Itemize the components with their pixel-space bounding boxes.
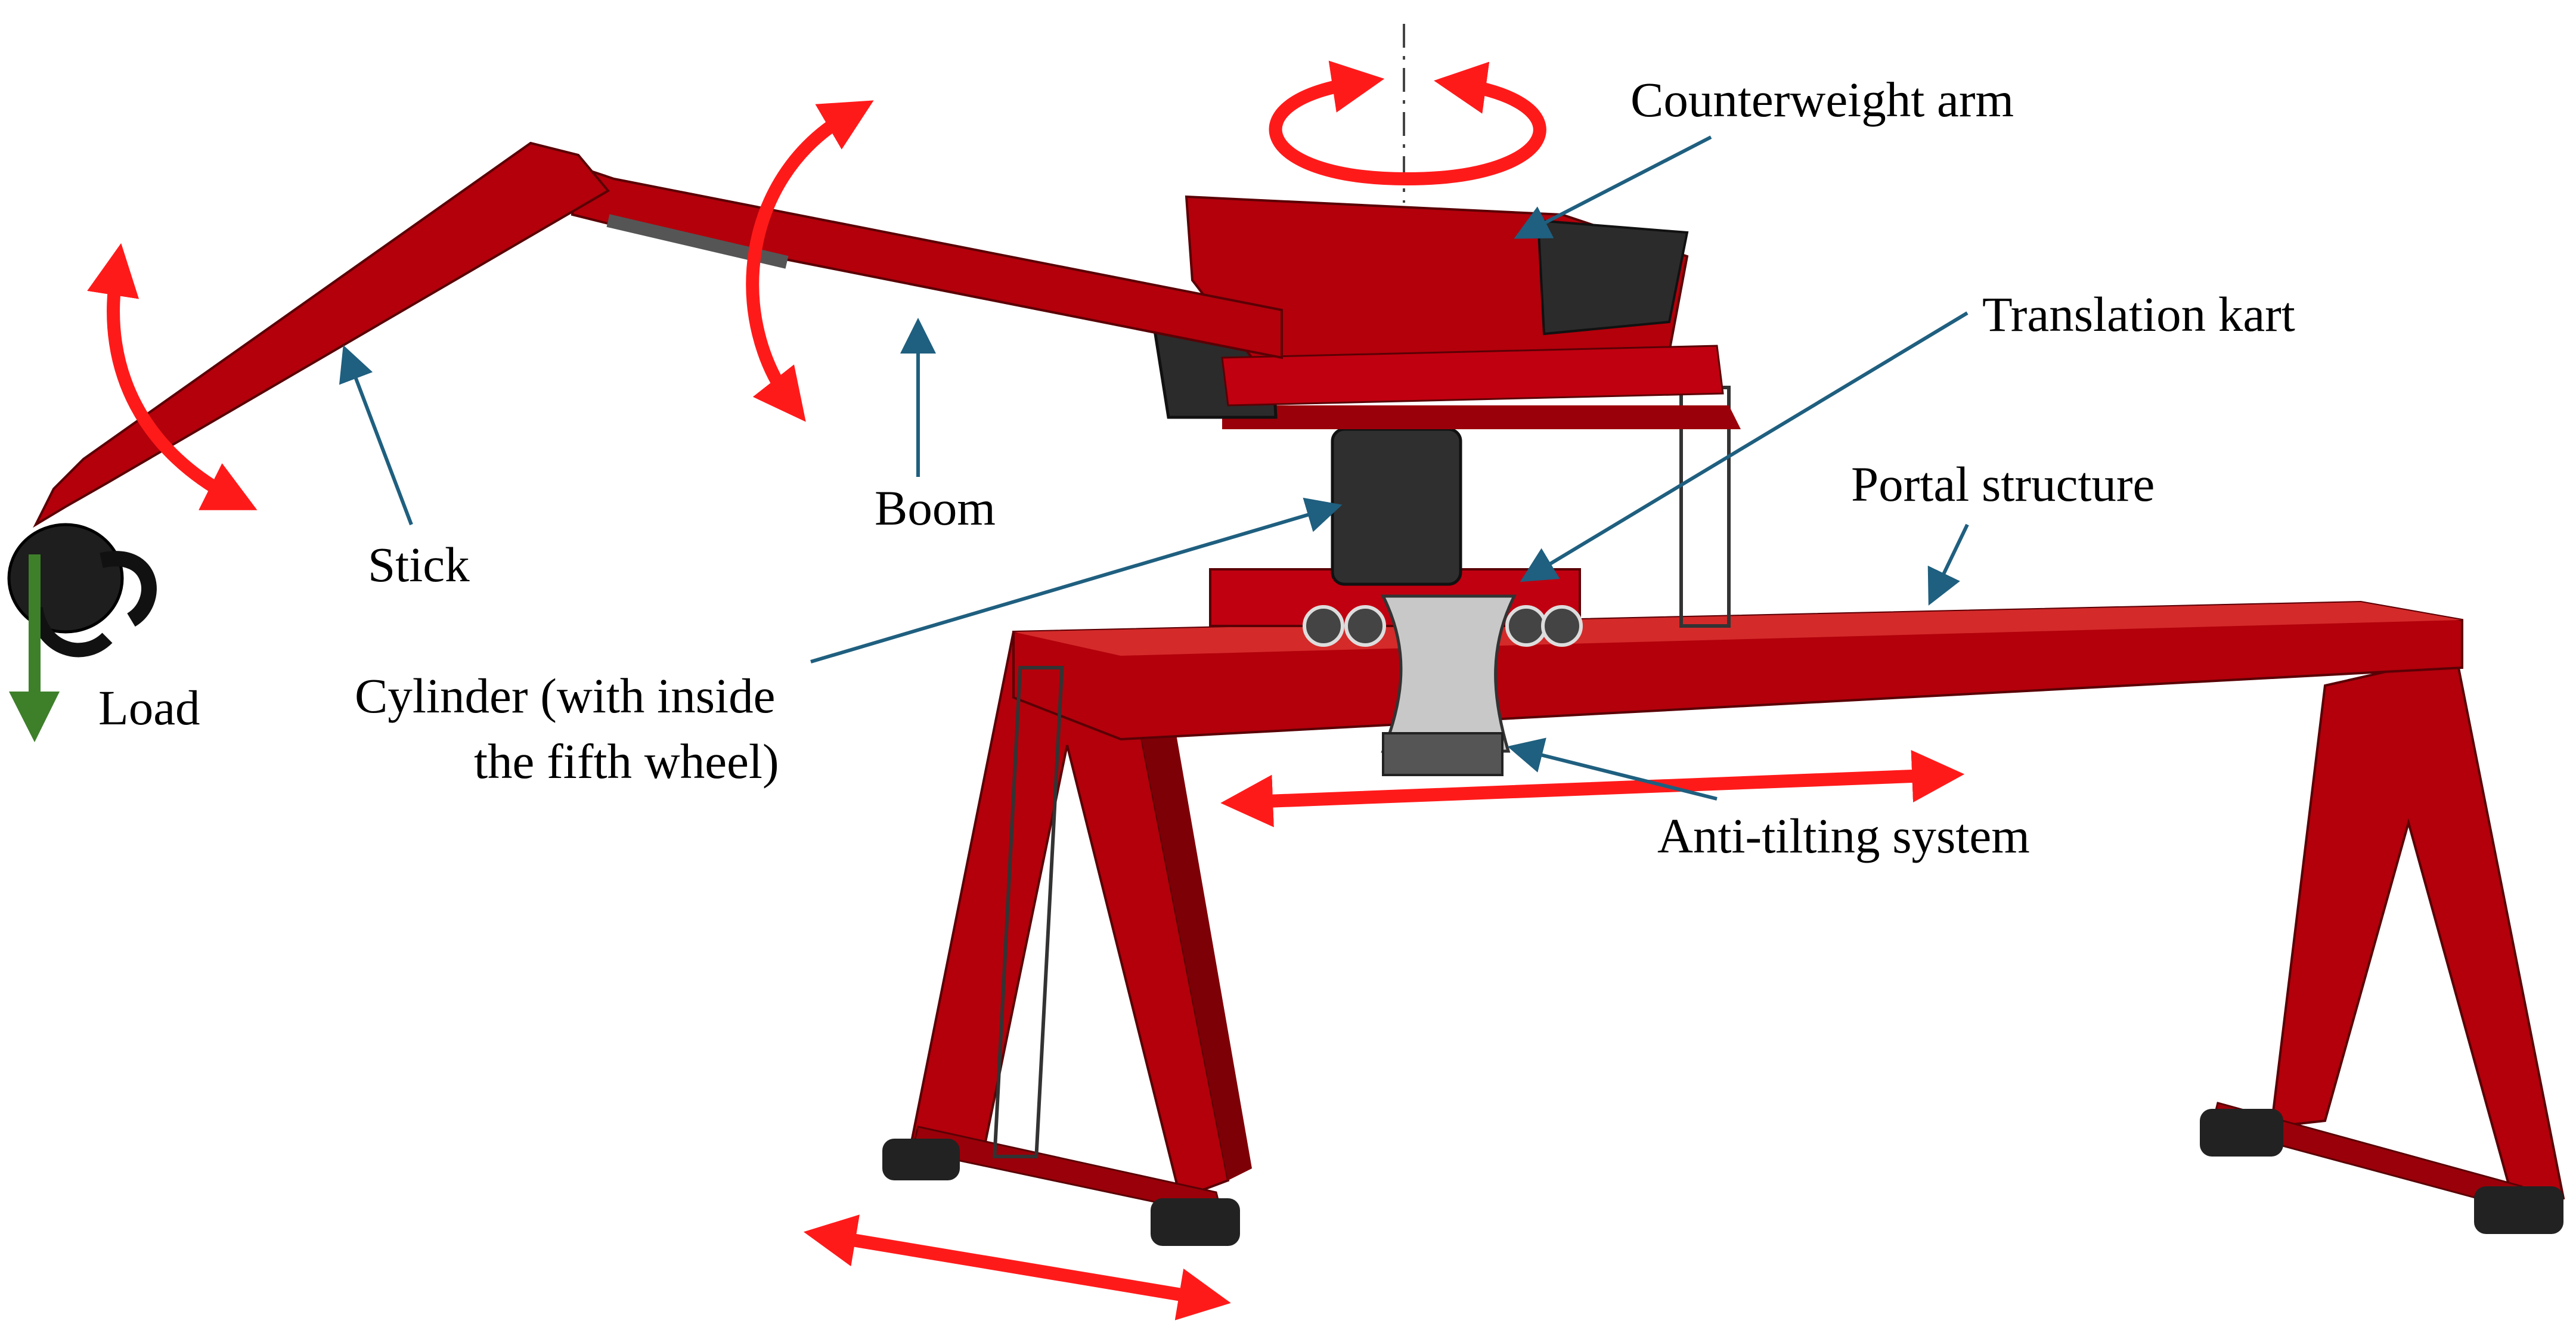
portal-right-leg [2270,654,2565,1212]
kart-translation-arrow [1220,750,1965,827]
leader-translation-kart [1520,311,1969,582]
motion-arrows [9,60,1965,1320]
label-boom: Boom [875,480,996,535]
kart-wheel [1541,605,1583,647]
label-cylinder-line1: Cylinder (with inside [355,668,775,723]
label-load: Load [98,680,200,735]
label-portal-structure: Portal structure [1851,457,2155,511]
label-translation-kart: Translation kart [1982,287,2295,342]
leader-cylinder [810,497,1343,664]
leader-lines [339,135,1969,801]
ladder-left [993,666,1064,1158]
labels: Counterweight arm Translation kart Porta… [98,72,2295,863]
label-stick: Stick [368,537,470,592]
leader-stick [339,345,413,526]
portal-left-leg-inner [1121,632,1252,1180]
anti-tilting-plate [1380,594,1517,753]
leader-portal-structure [1927,523,1969,606]
bogie-left-1 [882,1139,960,1180]
bogie-left-2 [1151,1198,1240,1246]
leader-anti-tilting [1507,737,1718,801]
bogie-right-1 [2200,1109,2283,1157]
label-anti-tilting: Anti-tilting system [1657,808,2030,863]
portal-structure [882,386,2565,1246]
boom [571,165,1283,359]
portal-travel-arrow [803,1214,1231,1320]
slewing-cylinder [1331,427,1462,586]
kart-wheel [1303,605,1344,647]
stick [33,141,610,528]
bogie-right-2 [2474,1186,2563,1234]
arm-assembly [7,141,1283,658]
label-cylinder-line2: the fifth wheel) [474,734,779,789]
slew-rotation-arrow [1269,60,1546,186]
kart-wheel [1344,605,1386,647]
stick-rotation-arrow [87,243,258,510]
boom-luffing-arrow [746,100,874,422]
counterweight [1536,219,1689,336]
superstructure-base [1222,405,1741,429]
anti-tilting-block [1382,732,1504,776]
kart-wheel [1505,605,1547,647]
frame-truss [1221,345,1724,407]
load-arrow-head [9,692,60,742]
label-counterweight-arm: Counterweight arm [1630,72,2014,127]
leader-counterweight-arm [1514,135,1712,239]
